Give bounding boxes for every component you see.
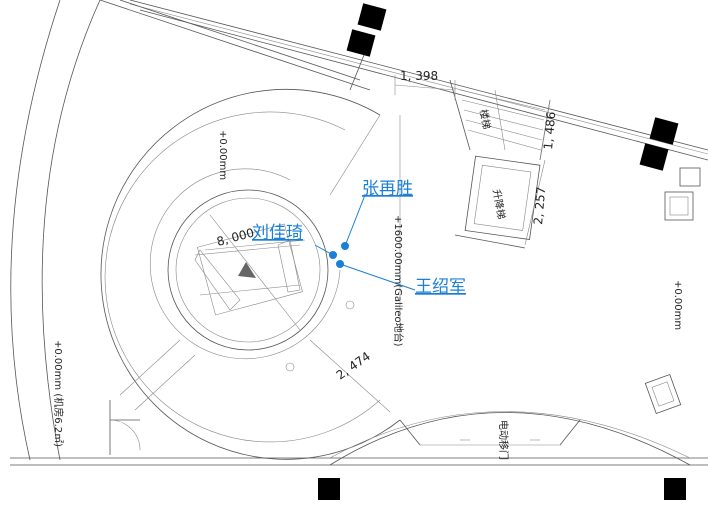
columns <box>318 3 686 500</box>
person-label-liu: 刘佳琦 <box>252 223 303 243</box>
person-label-wang: 王绍军 <box>415 277 466 297</box>
platform-area <box>100 88 401 460</box>
dim-2257: 2, 257 <box>531 186 548 225</box>
dim-1486: 1, 486 <box>541 111 558 150</box>
level-right: +0.00mm <box>672 280 683 330</box>
stairs <box>449 79 551 161</box>
level-galileo: +1600.00mm(Galileo地台) <box>392 215 405 347</box>
power-door <box>329 411 691 466</box>
markers <box>314 194 416 291</box>
outer-arcs <box>10 0 708 466</box>
dim-2474: 2, 474 <box>334 349 373 382</box>
level-left: +0.00mm <box>217 130 228 180</box>
power-door-label: 电动移门 <box>497 420 510 460</box>
elevator-label: 升降梯 <box>490 188 508 220</box>
stairs-label: 楼梯 <box>477 108 493 130</box>
dimension-lines <box>309 75 551 413</box>
equipment <box>644 167 701 414</box>
person-label-zhang: 张再胜 <box>362 179 413 199</box>
turntable <box>167 189 355 372</box>
dim-1398: 1, 398 <box>400 69 438 83</box>
level-machine: +0.00mm (机房6.2㎡) <box>52 340 65 447</box>
